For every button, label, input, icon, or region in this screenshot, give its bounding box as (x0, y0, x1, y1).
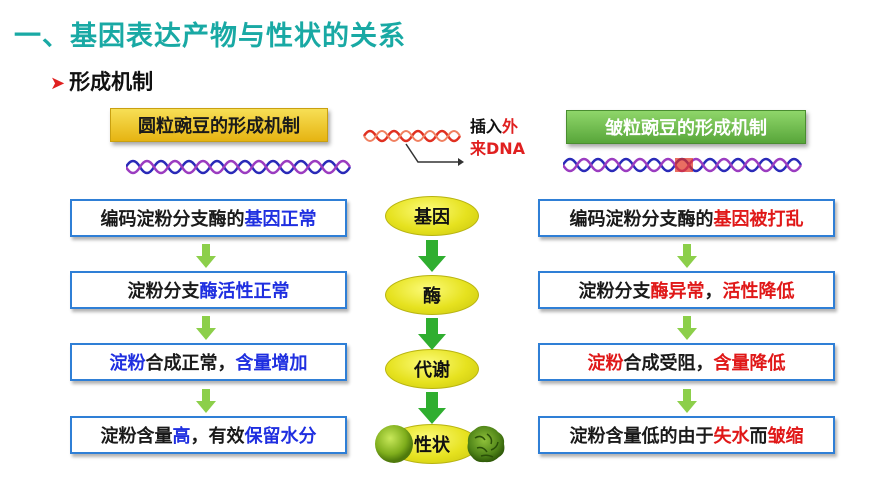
right-step-4: 淀粉含量低的由于失水而皱缩 (538, 416, 835, 454)
right-step-3: 淀粉合成受阻，含量降低 (538, 343, 835, 381)
down-arrow-icon (418, 392, 446, 424)
right-step-2: 淀粉分支酶异常，活性降低 (538, 271, 835, 309)
insert-foreign-dna-text: 插入外 来DNA (470, 117, 526, 158)
left-step-1: 编码淀粉分支酶的基因正常 (70, 199, 347, 237)
round-pea-label: 圆粒豌豆的形成机制 (110, 108, 328, 142)
foreign-dna-insert-icon (362, 129, 464, 166)
left-step-2: 淀粉分支酶活性正常 (70, 271, 347, 309)
metabolism-oval: 代谢 (385, 349, 479, 389)
page-title: 一、基因表达产物与性状的关系 (14, 21, 406, 52)
dna-helix-right-icon (563, 157, 803, 173)
enzyme-oval: 酶 (385, 275, 479, 315)
down-arrow-icon (196, 316, 216, 340)
left-step-4: 淀粉含量高，有效保留水分 (70, 416, 347, 454)
right-step-1: 编码淀粉分支酶的基因被打乱 (538, 199, 835, 237)
wrinkled-pea-label: 皱粒豌豆的形成机制 (566, 110, 806, 144)
down-arrow-icon (196, 389, 216, 413)
round-pea-icon (375, 425, 413, 463)
down-arrow-icon (677, 316, 697, 340)
down-arrow-icon (196, 244, 216, 268)
dna-helix-left-icon (126, 159, 352, 175)
down-arrow-icon (677, 244, 697, 268)
down-arrow-icon (677, 389, 697, 413)
wrinkled-pea-icon (467, 425, 505, 463)
down-arrow-icon (418, 318, 446, 350)
down-arrow-icon (418, 240, 446, 272)
triangle-bullet-icon: ➤ (50, 73, 66, 94)
left-step-3: 淀粉合成正常，含量增加 (70, 343, 347, 381)
gene-oval: 基因 (385, 196, 479, 236)
section-subtitle: ➤形成机制 (50, 66, 153, 96)
subtitle-text: 形成机制 (69, 70, 154, 94)
